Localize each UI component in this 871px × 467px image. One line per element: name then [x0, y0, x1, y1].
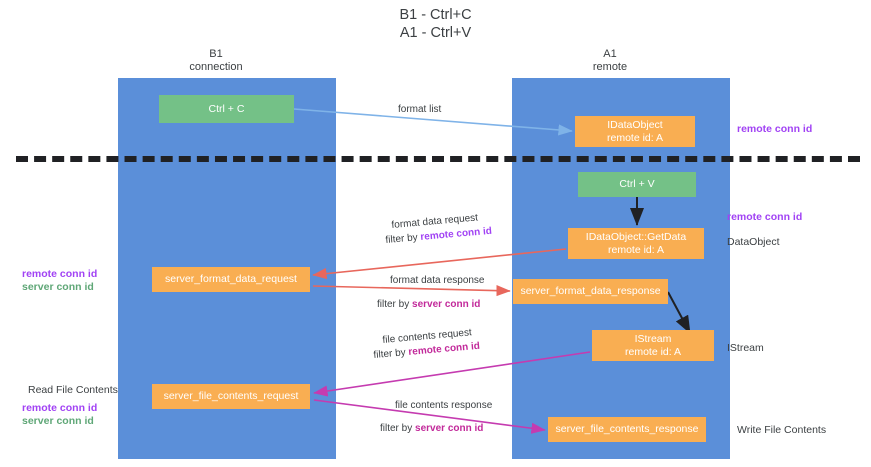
edge-label-format-list-text: format list [398, 104, 442, 115]
column-header-b1-role: connection [189, 61, 243, 73]
node-server-format-data-request[interactable]: server_format_data_request [152, 267, 310, 292]
node-ctrl-c[interactable]: Ctrl + C [159, 95, 294, 123]
column-header-b1: B1 connection [116, 48, 316, 74]
edge-filter-format-data-response: filter by server conn id [377, 298, 480, 311]
annotation-write-file-contents: Write File Contents [737, 424, 827, 436]
edge-filter-prefix-1: filter by [385, 231, 421, 246]
node-server-file-contents-request[interactable]: server_file_contents_request [152, 384, 310, 409]
node-file-contents-request-label: server_file_contents_request [163, 390, 299, 402]
column-header-a1-role: remote [592, 61, 628, 73]
column-header-b1-name: B1 [209, 48, 223, 60]
annotation-remote-conn-id-mid: remote conn id [727, 211, 803, 223]
node-format-data-request-label: server_format_data_request [165, 273, 297, 285]
node-getdata-line1: IDataObject::GetData [585, 230, 687, 243]
edge-filter-file-contents-response: filter by server conn id [380, 422, 483, 435]
edge-filter-key-server-conn-id-2: server conn id [415, 423, 484, 434]
edge-filter-prefix-2: filter by [377, 299, 413, 310]
node-ctrl-v[interactable]: Ctrl + V [578, 172, 696, 197]
annotation-left-server-conn-id-b: server conn id [22, 415, 94, 427]
annotation-left-remote-conn-id-b: remote conn id [22, 402, 98, 414]
node-istream-line2: remote id: A [624, 345, 682, 358]
edge-label-format-data-response: format data response [390, 274, 485, 287]
annotation-left-remote-conn-id-a: remote conn id [22, 268, 98, 280]
node-format-data-response-label: server_format_data_response [520, 285, 661, 297]
phase-divider [16, 156, 860, 162]
node-ctrl-c-label: Ctrl + C [208, 102, 245, 115]
title-line-2: A1 - Ctrl+V [399, 25, 472, 41]
node-getdata-line2: remote id: A [607, 243, 665, 256]
edge-label-file-contents-response-text: file contents response [395, 400, 493, 411]
node-idataobject-line2: remote id: A [606, 131, 664, 144]
node-server-format-data-response[interactable]: server_format_data_response [513, 279, 668, 304]
node-server-file-contents-response[interactable]: server_file_contents_response [548, 417, 706, 442]
annotation-read-file-contents: Read File Contents [28, 384, 118, 396]
edge-filter-prefix-4: filter by [380, 423, 416, 434]
node-ctrl-v-label: Ctrl + V [619, 178, 655, 190]
diagram-title: B1 - Ctrl+C A1 - Ctrl+V [0, 6, 871, 42]
edge-label-format-list: format list [398, 103, 441, 116]
annotation-left-server-conn-id-a: server conn id [22, 281, 94, 293]
edge-filter-key-server-conn-id-1: server conn id [412, 299, 481, 310]
column-header-a1: A1 remote [510, 48, 710, 74]
edge-label-format-data-response-text: format data response [390, 275, 485, 286]
column-header-a1-name: A1 [603, 48, 617, 60]
node-idataobject-getdata[interactable]: IDataObject::GetData remote id: A [568, 228, 704, 259]
node-file-contents-response-label: server_file_contents_response [555, 423, 699, 435]
edge-filter-prefix-3: filter by [373, 346, 409, 361]
annotation-dataobject: DataObject [727, 236, 780, 248]
annotation-remote-conn-id-top: remote conn id [737, 123, 813, 135]
annotation-istream: IStream [727, 342, 764, 354]
node-idataobject-line1: IDataObject [607, 118, 663, 131]
title-line-1: B1 - Ctrl+C [399, 7, 472, 23]
node-istream-line1: IStream [634, 332, 672, 345]
node-idataobject[interactable]: IDataObject remote id: A [575, 116, 695, 147]
edge-label-file-contents-response: file contents response [395, 399, 492, 412]
node-istream[interactable]: IStream remote id: A [592, 330, 714, 361]
